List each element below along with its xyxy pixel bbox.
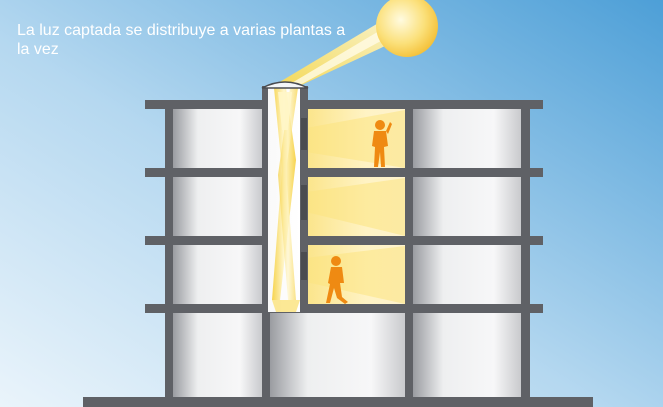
light-spread (306, 246, 405, 304)
diffuser-panel (301, 185, 307, 220)
room (173, 245, 262, 304)
ground-slab (83, 397, 593, 407)
room (173, 109, 262, 168)
caption-text: La luz captada se distribuye a varias pl… (17, 22, 346, 58)
room (173, 313, 262, 397)
sunlight-ray-core (290, 28, 392, 85)
floor-slab (145, 168, 543, 177)
room (413, 245, 521, 304)
person-standing-icon (372, 120, 392, 167)
diffuser-panel (301, 252, 307, 280)
sun-icon (376, 0, 438, 57)
floor-slab (145, 236, 543, 245)
room (270, 313, 405, 397)
diffuser-panel (301, 118, 307, 150)
light-spread (306, 178, 405, 236)
light-spill (272, 300, 300, 312)
room (413, 313, 521, 397)
room (413, 109, 521, 168)
person-walking-icon (326, 256, 348, 304)
room (173, 177, 262, 236)
roof-slab (145, 100, 543, 109)
dome-collector (261, 81, 309, 89)
floor-slab (145, 304, 543, 313)
light-beam-core (278, 92, 292, 130)
light-beam (278, 88, 298, 300)
room (413, 177, 521, 236)
